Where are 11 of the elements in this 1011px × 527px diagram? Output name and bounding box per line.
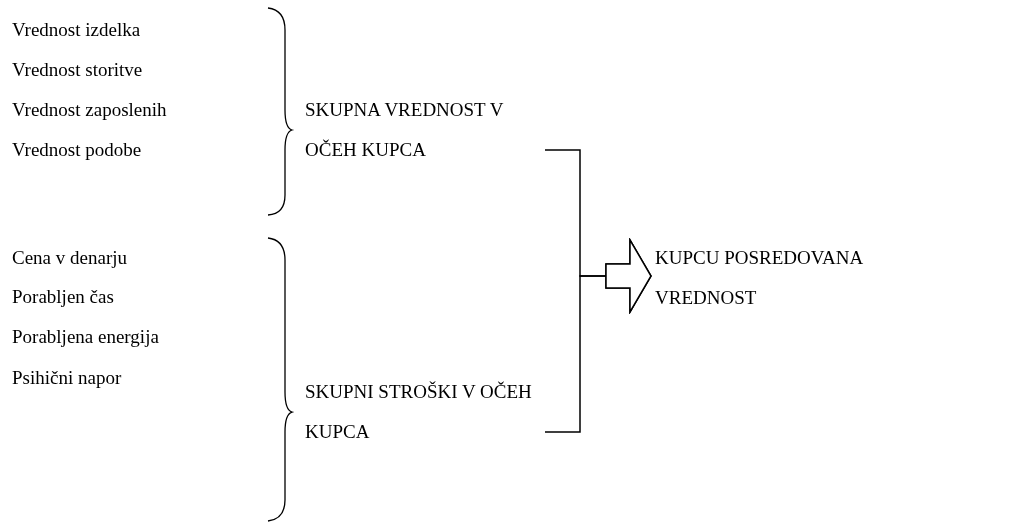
group-label: KUPCU POSREDOVANA VREDNOST	[655, 238, 875, 318]
list-item: Vrednost izdelka	[12, 18, 141, 42]
list-item: Vrednost storitve	[12, 58, 143, 82]
list-item: Vrednost zaposlenih	[12, 98, 167, 122]
group-label: SKUPNI STROŠKI V OČEH KUPCA	[305, 372, 541, 452]
group-label: SKUPNA VREDNOST V OČEH KUPCA	[305, 90, 541, 170]
list-item: Porabljen čas	[12, 285, 114, 309]
list-item: Psihični napor	[12, 366, 122, 390]
list-item: Vrednost podobe	[12, 138, 142, 162]
list-item: Cena v denarju	[12, 246, 127, 270]
list-item: Porabljena energija	[12, 325, 159, 349]
